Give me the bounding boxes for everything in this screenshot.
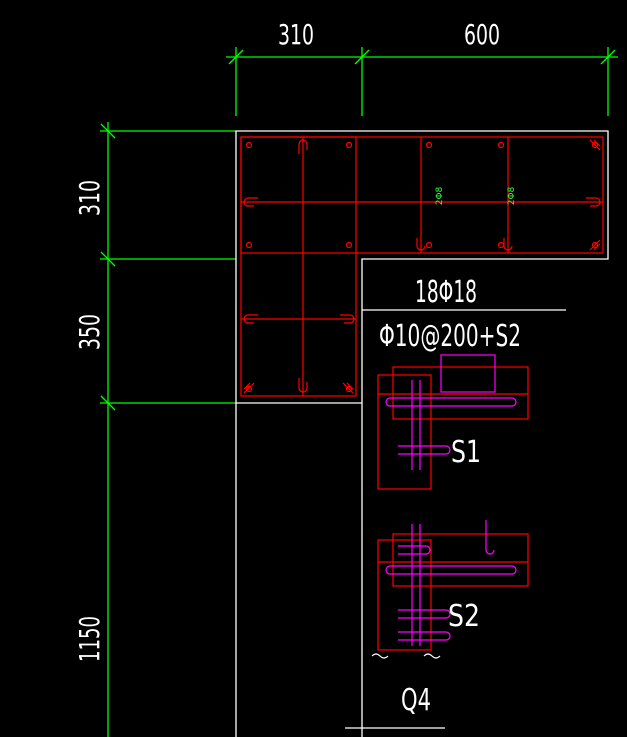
s2-magenta-hook-bottom (398, 631, 451, 641)
s1-magenta-box (440, 354, 496, 393)
s2-break-mark-2 (423, 653, 441, 659)
s2-red-rect-a (392, 533, 529, 587)
hook-right-2 (340, 314, 355, 324)
stirrup-horizontal (240, 136, 604, 254)
bar (245, 385, 253, 393)
hook-left-1 (243, 197, 258, 207)
bar (591, 241, 599, 249)
tie-label-s1: S1 (451, 435, 481, 470)
top-tick-3 (600, 49, 616, 65)
dim-top-310: 310 (278, 18, 314, 51)
hook-bottom-vertical (298, 378, 308, 393)
bar (591, 141, 599, 149)
corner-anchor-br (342, 382, 354, 394)
rebar-main-label: 18Φ18 (415, 275, 477, 310)
s2-break-mark-1 (371, 653, 389, 659)
hook-v2 (416, 238, 426, 251)
bar (425, 241, 433, 249)
section-label-q4: Q4 (401, 683, 431, 718)
bar (245, 141, 253, 149)
left-tick-1 (100, 123, 116, 139)
tie-detail-s2 (371, 520, 529, 659)
stirrup-vertical (240, 136, 357, 397)
mini-label-1: 2Φ8 (435, 186, 445, 205)
s2-magenta-hook-mid (398, 609, 451, 619)
corner-anchor-tr2 (589, 239, 601, 251)
bar (497, 141, 505, 149)
bar (345, 141, 353, 149)
s1-red-rect-b (377, 374, 432, 490)
s2-magenta-hook-top (485, 520, 495, 555)
mini-label-2: 2Φ8 (507, 186, 517, 205)
s2-magenta-tie (385, 565, 517, 575)
s1-magenta-tie (385, 397, 517, 407)
bar (245, 241, 253, 249)
corner-anchor-bl (243, 382, 255, 394)
hook-right-1 (586, 197, 601, 207)
wall-outline (235, 130, 609, 737)
tie-detail-s1 (377, 354, 529, 490)
left-tick-2 (100, 251, 116, 267)
s1-magenta-hook (398, 445, 451, 455)
rebar-tie-label: Φ10@200+S2 (379, 319, 521, 354)
s1-red-rect-a (392, 366, 529, 420)
dim-top-600: 600 (464, 18, 500, 51)
dim-left-310: 310 (73, 180, 106, 216)
bar (425, 141, 433, 149)
corner-anchor-tr (589, 139, 601, 151)
hook-left-2 (243, 314, 258, 324)
dimension-lines (100, 47, 618, 737)
bar (345, 241, 353, 249)
dim-left-350: 350 (73, 314, 106, 350)
bar (497, 241, 505, 249)
hook-top-vertical (298, 139, 308, 154)
left-tick-3 (100, 395, 116, 411)
top-tick-2 (354, 49, 370, 65)
bar (345, 385, 353, 393)
s2-red-rect-b (377, 539, 432, 651)
tie-label-s2: S2 (448, 599, 480, 634)
l-shape-outline (235, 130, 609, 737)
top-tick-1 (228, 49, 244, 65)
section-rebar (240, 136, 604, 397)
dim-left-1150: 1150 (73, 616, 106, 662)
s2-magenta-hook-left (398, 545, 431, 555)
hook-v3 (503, 238, 513, 251)
